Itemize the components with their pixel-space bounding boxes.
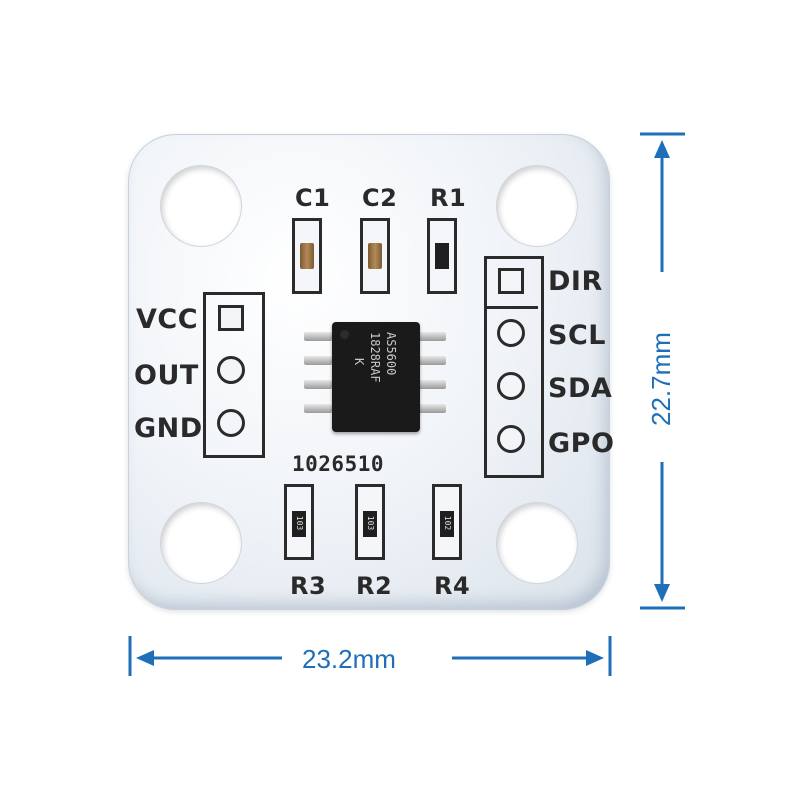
- right-header-outline: [484, 256, 544, 478]
- pad-vcc: [218, 305, 244, 331]
- r2-resistor: 103: [363, 511, 377, 537]
- pin-label-out: OUT: [134, 360, 199, 391]
- label-r3: R3: [290, 572, 327, 600]
- arrowhead-down: [654, 584, 670, 602]
- width-dimension-label: 23.2mm: [302, 644, 396, 674]
- pad-sda: [497, 372, 525, 400]
- mounting-hole-top-right: [497, 166, 577, 246]
- pad-gpo: [497, 425, 525, 453]
- c1-capacitor: [300, 243, 314, 269]
- arrowhead-up: [654, 140, 670, 158]
- r3-resistor: 103: [292, 511, 306, 537]
- chip-leg: [304, 380, 332, 389]
- height-dimension-label: 22.7mm: [646, 332, 676, 426]
- right-header-divider: [484, 256, 538, 309]
- left-header-outline: [203, 292, 265, 458]
- chip-leg: [418, 356, 446, 365]
- pad-gnd: [217, 409, 245, 437]
- chip-leg: [418, 380, 446, 389]
- chip-leg: [418, 404, 446, 413]
- mounting-hole-bottom-left: [161, 503, 241, 583]
- label-r1: R1: [430, 184, 467, 212]
- chip-leg: [304, 332, 332, 341]
- c2-capacitor: [368, 243, 382, 269]
- mounting-hole-bottom-right: [497, 503, 577, 583]
- pad-scl: [497, 319, 525, 347]
- r1-footprint: [427, 218, 457, 294]
- pin-label-vcc: VCC: [136, 304, 199, 335]
- r1-resistor: [435, 243, 449, 269]
- label-r2: R2: [356, 572, 393, 600]
- label-c1: C1: [295, 184, 331, 212]
- pin-label-scl: SCL: [548, 320, 606, 351]
- r2-footprint: 103: [355, 484, 385, 560]
- label-r4: R4: [434, 572, 471, 600]
- chip-leg: [304, 404, 332, 413]
- pad-dir: [498, 268, 524, 294]
- pad-out: [217, 356, 245, 384]
- chip-leg: [304, 356, 332, 365]
- arrowhead-left: [136, 650, 154, 666]
- pin-label-sda: SDA: [548, 373, 613, 404]
- mounting-hole-top-left: [161, 166, 241, 246]
- c2-footprint: [360, 218, 390, 294]
- pin1-dot: [340, 330, 349, 339]
- as5600-chip: AS5600 1828RAF K: [332, 322, 420, 432]
- board-code: 1026510: [292, 452, 385, 476]
- pin-label-gpo: GPO: [548, 428, 615, 459]
- c1-footprint: [292, 218, 322, 294]
- chip-leg: [418, 332, 446, 341]
- pin-label-gnd: GND: [134, 413, 203, 444]
- arrowhead-right: [586, 650, 604, 666]
- r3-footprint: 103: [284, 484, 314, 560]
- label-c2: C2: [362, 184, 398, 212]
- r4-footprint: 102: [432, 484, 462, 560]
- r4-resistor: 102: [440, 511, 454, 537]
- pin-label-dir: DIR: [548, 266, 603, 297]
